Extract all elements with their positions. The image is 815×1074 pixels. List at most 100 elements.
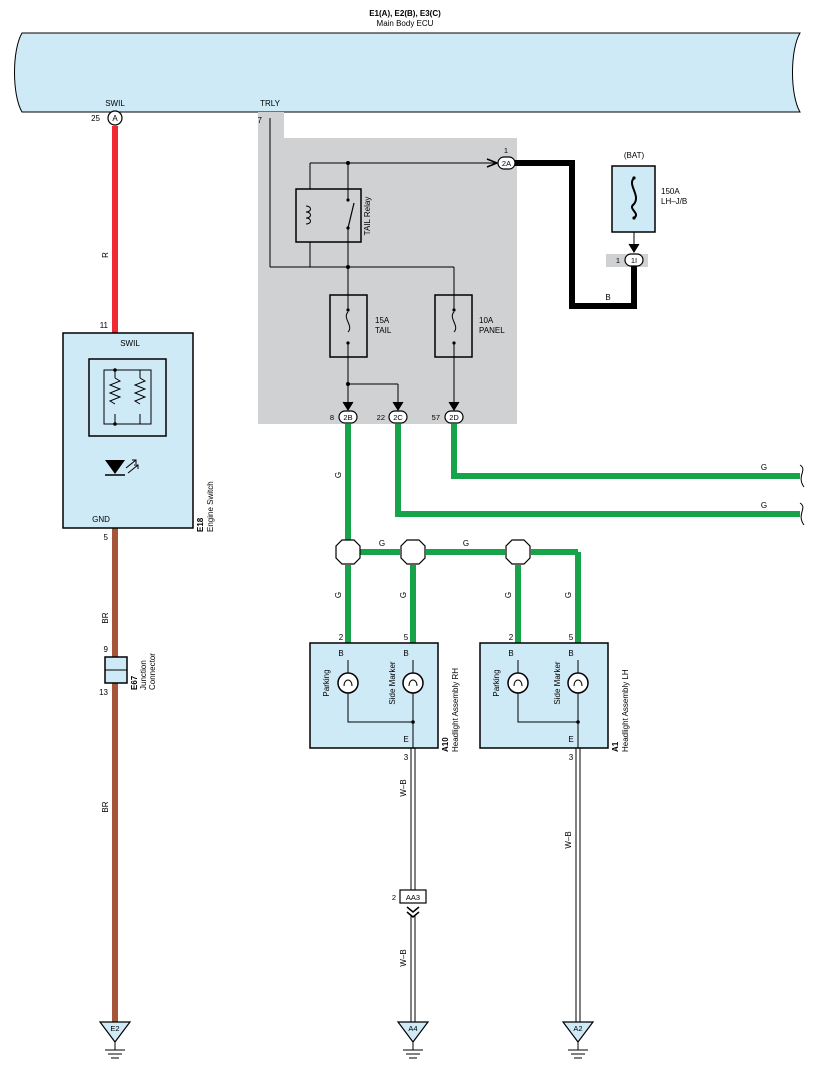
connector-aa3: AA3 2 [392, 889, 427, 918]
svg-text:15A: 15A [375, 316, 390, 325]
splice-points [335, 539, 531, 565]
wire-end-2 [799, 502, 805, 526]
svg-text:A4: A4 [408, 1024, 417, 1033]
svg-text:1: 1 [616, 256, 620, 265]
svg-text:E: E [403, 735, 408, 744]
svg-text:10A: 10A [479, 316, 494, 325]
svg-text:E67: E67 [130, 675, 139, 690]
connector-2b: 2B 8 [330, 401, 358, 424]
svg-text:Side Marker: Side Marker [388, 661, 397, 704]
svg-text:2A: 2A [502, 159, 511, 168]
svg-text:8: 8 [330, 413, 334, 422]
wire-green-label-1: G [334, 472, 343, 478]
junction-dot [346, 265, 350, 269]
svg-text:Headlight Assembly RH: Headlight Assembly RH [451, 668, 460, 752]
connector-2a: 2A 1 [486, 146, 516, 170]
svg-text:3: 3 [404, 753, 409, 762]
fuse-150a-lhjb: (BAT) 150A LH–J/B [611, 151, 687, 233]
svg-text:1I: 1I [631, 256, 637, 265]
wire-green-label-6: G [334, 592, 343, 598]
engine-switch: SWIL GND 11 5 E18 Engine Switch [62, 321, 215, 542]
svg-text:Engine Switch: Engine Switch [206, 481, 215, 532]
wire-brown-label-2: BR [101, 801, 110, 812]
headlight-assembly-lh: 2 5 B B E 3 Parking Side Marker A1 Headl… [479, 633, 630, 762]
svg-text:A2: A2 [573, 1024, 582, 1033]
svg-text:11: 11 [100, 321, 109, 330]
svg-text:2: 2 [339, 633, 344, 642]
svg-text:E18: E18 [196, 517, 205, 532]
wire-green-label-2: G [761, 463, 767, 472]
wire-black-label: B [605, 293, 610, 302]
wire-red-label: R [101, 252, 110, 258]
svg-text:B: B [403, 649, 408, 658]
ecu-pin-trly-number: 7 [258, 116, 263, 125]
fuse-15a-tail: 15A TAIL [329, 294, 392, 358]
svg-text:13: 13 [99, 688, 108, 697]
svg-text:2D: 2D [449, 413, 459, 422]
svg-text:AA3: AA3 [406, 893, 420, 902]
wire-wb-label-1: W–B [399, 779, 408, 796]
wire-green-label-8: G [504, 592, 513, 598]
wire-wb-label-2: W–B [399, 949, 408, 966]
junction-dot [346, 161, 350, 165]
ground-a4: A4 [396, 1021, 430, 1059]
svg-text:Parking: Parking [322, 669, 331, 696]
tail-relay-label: TAIL Relay [363, 197, 372, 236]
connector-2c: 2C 22 [377, 401, 408, 424]
ecu-connector-label: E1(A), E2(B), E3(C) [369, 9, 441, 18]
svg-text:E: E [568, 735, 573, 744]
engine-switch-gnd-label: GND [92, 515, 110, 524]
ground-a2: A2 [561, 1021, 595, 1059]
wire-green-label-4: G [379, 539, 385, 548]
svg-text:5: 5 [569, 633, 574, 642]
wire-end-1 [799, 464, 805, 488]
junction-block-area [258, 112, 517, 424]
svg-text:2B: 2B [343, 413, 352, 422]
svg-text:57: 57 [432, 413, 440, 422]
ecu-pin-swil-label: SWIL [105, 99, 125, 108]
svg-text:TAIL: TAIL [375, 326, 392, 335]
ground-e2: E2 [98, 1021, 132, 1059]
wires-white-black [410, 748, 581, 1022]
svg-text:22: 22 [377, 413, 385, 422]
svg-text:2: 2 [392, 893, 396, 902]
svg-text:150A: 150A [661, 187, 680, 196]
connector-1i: 1I 1 [616, 243, 644, 267]
wire-green-label-7: G [399, 592, 408, 598]
tail-relay: TAIL Relay [295, 188, 372, 243]
fuse-10a-panel: 10A PANEL [434, 294, 505, 358]
svg-text:Parking: Parking [492, 669, 501, 696]
wire-green-label-9: G [564, 592, 573, 598]
svg-text:A: A [112, 114, 118, 123]
svg-text:Headlight Assembly LH: Headlight Assembly LH [621, 669, 630, 752]
svg-text:B: B [338, 649, 343, 658]
svg-text:9: 9 [104, 645, 109, 654]
wire-brown-label-1: BR [101, 612, 110, 623]
ecu-name-label: Main Body ECU [377, 19, 434, 28]
connector-2d: 2D 57 [432, 401, 464, 424]
svg-text:LH–J/B: LH–J/B [661, 197, 687, 206]
svg-text:A1: A1 [611, 741, 620, 752]
svg-text:B: B [508, 649, 513, 658]
svg-text:2: 2 [509, 633, 514, 642]
svg-text:5: 5 [404, 633, 409, 642]
svg-text:5: 5 [104, 533, 109, 542]
engine-switch-swil-label: SWIL [120, 339, 140, 348]
junction-dot [346, 382, 350, 386]
svg-text:E2: E2 [110, 1024, 119, 1033]
main-body-ecu: E1(A), E2(B), E3(C) Main Body ECU SWIL T… [14, 9, 801, 113]
svg-text:2C: 2C [393, 413, 403, 422]
svg-text:1: 1 [504, 146, 508, 155]
wire-black [513, 160, 637, 309]
svg-text:B: B [568, 649, 573, 658]
svg-text:A10: A10 [441, 737, 450, 752]
svg-text:(BAT): (BAT) [624, 151, 645, 160]
ecu-pin-trly-label: TRLY [260, 99, 281, 108]
wire-green-label-5: G [463, 539, 469, 548]
svg-text:Side Marker: Side Marker [553, 661, 562, 704]
svg-text:Connector: Connector [148, 653, 157, 690]
svg-text:Junction: Junction [139, 660, 148, 690]
svg-text:PANEL: PANEL [479, 326, 505, 335]
svg-text:25: 25 [91, 114, 100, 123]
